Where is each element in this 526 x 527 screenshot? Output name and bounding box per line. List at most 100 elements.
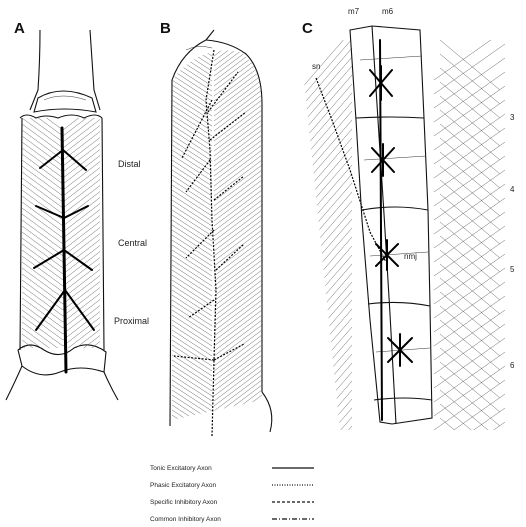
muscle-fiber — [172, 250, 212, 276]
muscle-fiber — [172, 450, 212, 476]
muscle-fiber — [300, 57, 352, 117]
muscle-fiber — [63, 214, 102, 244]
muscle-fiber — [440, 432, 500, 482]
muscle-fiber — [22, 124, 63, 154]
muscle-fiber — [300, 246, 352, 306]
muscle-fiber — [214, 425, 262, 461]
muscle-fiber — [63, 322, 102, 352]
muscle-fiber — [172, 40, 212, 66]
muscle-fiber — [63, 220, 102, 250]
muscle-fiber — [63, 166, 102, 196]
muscle-fiber — [300, 291, 352, 351]
muscle-fiber — [172, 215, 212, 241]
muscle-fiber — [172, 55, 212, 81]
muscle-fiber — [172, 400, 212, 426]
muscle-fiber — [172, 175, 212, 201]
muscle-fiber — [22, 262, 63, 292]
muscle-fiber — [434, 254, 505, 304]
muscle-fiber — [434, 394, 505, 444]
muscle-fiber — [434, 268, 505, 318]
muscle-fiber — [172, 270, 212, 296]
muscle-fiber — [63, 118, 102, 148]
muscle-fiber — [22, 346, 63, 376]
panel-c-background — [300, 30, 505, 513]
muscle-fiber — [300, 129, 352, 189]
label-central: Central — [118, 238, 147, 248]
panel-a: A Dista — [6, 20, 149, 406]
muscle-fiber — [172, 325, 212, 351]
muscle-fiber — [172, 435, 212, 461]
muscle-fiber — [300, 219, 352, 279]
muscle-fiber — [22, 208, 63, 238]
label-m6: m6 — [382, 7, 394, 16]
muscle-fiber — [172, 275, 212, 301]
muscle-fiber — [300, 372, 352, 432]
muscle-fiber — [172, 120, 212, 146]
muscle-fiber — [172, 105, 212, 131]
muscle-fiber — [63, 178, 102, 208]
muscle-fiber — [300, 345, 352, 405]
panel-c-letter: C — [302, 20, 313, 37]
muscle-fiber — [434, 170, 505, 220]
muscle-fiber — [214, 15, 262, 51]
muscle-fiber — [300, 399, 352, 459]
muscle-fiber — [172, 405, 212, 431]
muscle-fiber — [300, 210, 352, 270]
panel-b: B — [160, 10, 272, 481]
muscle-fiber — [300, 201, 352, 261]
muscle-fiber — [63, 226, 102, 256]
muscle-fiber — [22, 118, 63, 148]
legend-item-tonic: Tonic Excitatory Axon — [150, 465, 314, 472]
muscle-fiber — [300, 39, 352, 99]
muscle-fiber — [300, 300, 352, 360]
muscle-fiber — [214, 430, 262, 466]
muscle-fiber — [214, 420, 262, 456]
muscle-fiber — [172, 50, 212, 76]
muscle-fiber — [300, 138, 352, 198]
muscle-fiber — [63, 376, 102, 406]
muscle-fiber — [63, 208, 102, 238]
muscle-fiber — [300, 120, 352, 180]
muscle-fiber — [300, 192, 352, 252]
panel-a-axon-tree — [34, 128, 94, 372]
muscle-fiber — [22, 214, 63, 244]
muscle-fiber — [214, 440, 262, 476]
muscle-fiber — [63, 154, 102, 184]
muscle-fiber — [172, 115, 212, 141]
muscle-fiber — [22, 154, 63, 184]
segment-number: 5 — [510, 265, 515, 274]
panel-c-segment-numbers: 3 4 5 6 — [510, 113, 515, 370]
muscle-fiber — [172, 110, 212, 136]
muscle-fiber — [172, 20, 212, 46]
muscle-fiber — [434, 86, 505, 136]
muscle-fiber — [172, 195, 212, 221]
segmental-nerve — [316, 78, 386, 262]
muscle-fiber — [63, 232, 102, 262]
muscle-fiber — [63, 316, 102, 346]
legend-item-common-inhibitory: Common Inhibitory Axon — [150, 516, 314, 523]
muscle-fiber — [172, 130, 212, 156]
muscle-fiber — [172, 200, 212, 226]
muscle-fiber — [172, 60, 212, 86]
muscle-fiber — [22, 178, 63, 208]
muscle-fiber — [300, 435, 352, 495]
muscle-fiber — [63, 334, 102, 364]
label-m7: m7 — [348, 7, 360, 16]
muscle-fiber — [172, 220, 212, 246]
muscle-fiber — [22, 304, 63, 334]
muscle-fiber — [434, 30, 505, 80]
muscle-fiber — [434, 310, 505, 360]
muscle-fiber — [172, 410, 212, 436]
muscle-fiber — [172, 165, 212, 191]
muscle-fiber — [172, 75, 212, 101]
legend: Tonic Excitatory Axon Phasic Excitatory … — [150, 465, 314, 523]
panel-c-muscles — [350, 26, 432, 424]
muscle-fiber — [434, 422, 505, 472]
muscle-fiber — [172, 245, 212, 271]
muscle-fiber — [434, 226, 505, 276]
legend-label: Phasic Excitatory Axon — [150, 482, 216, 489]
muscle-fiber — [22, 220, 63, 250]
muscle-fiber — [300, 273, 352, 333]
muscle-fiber — [172, 330, 212, 356]
muscle-fiber — [300, 318, 352, 378]
